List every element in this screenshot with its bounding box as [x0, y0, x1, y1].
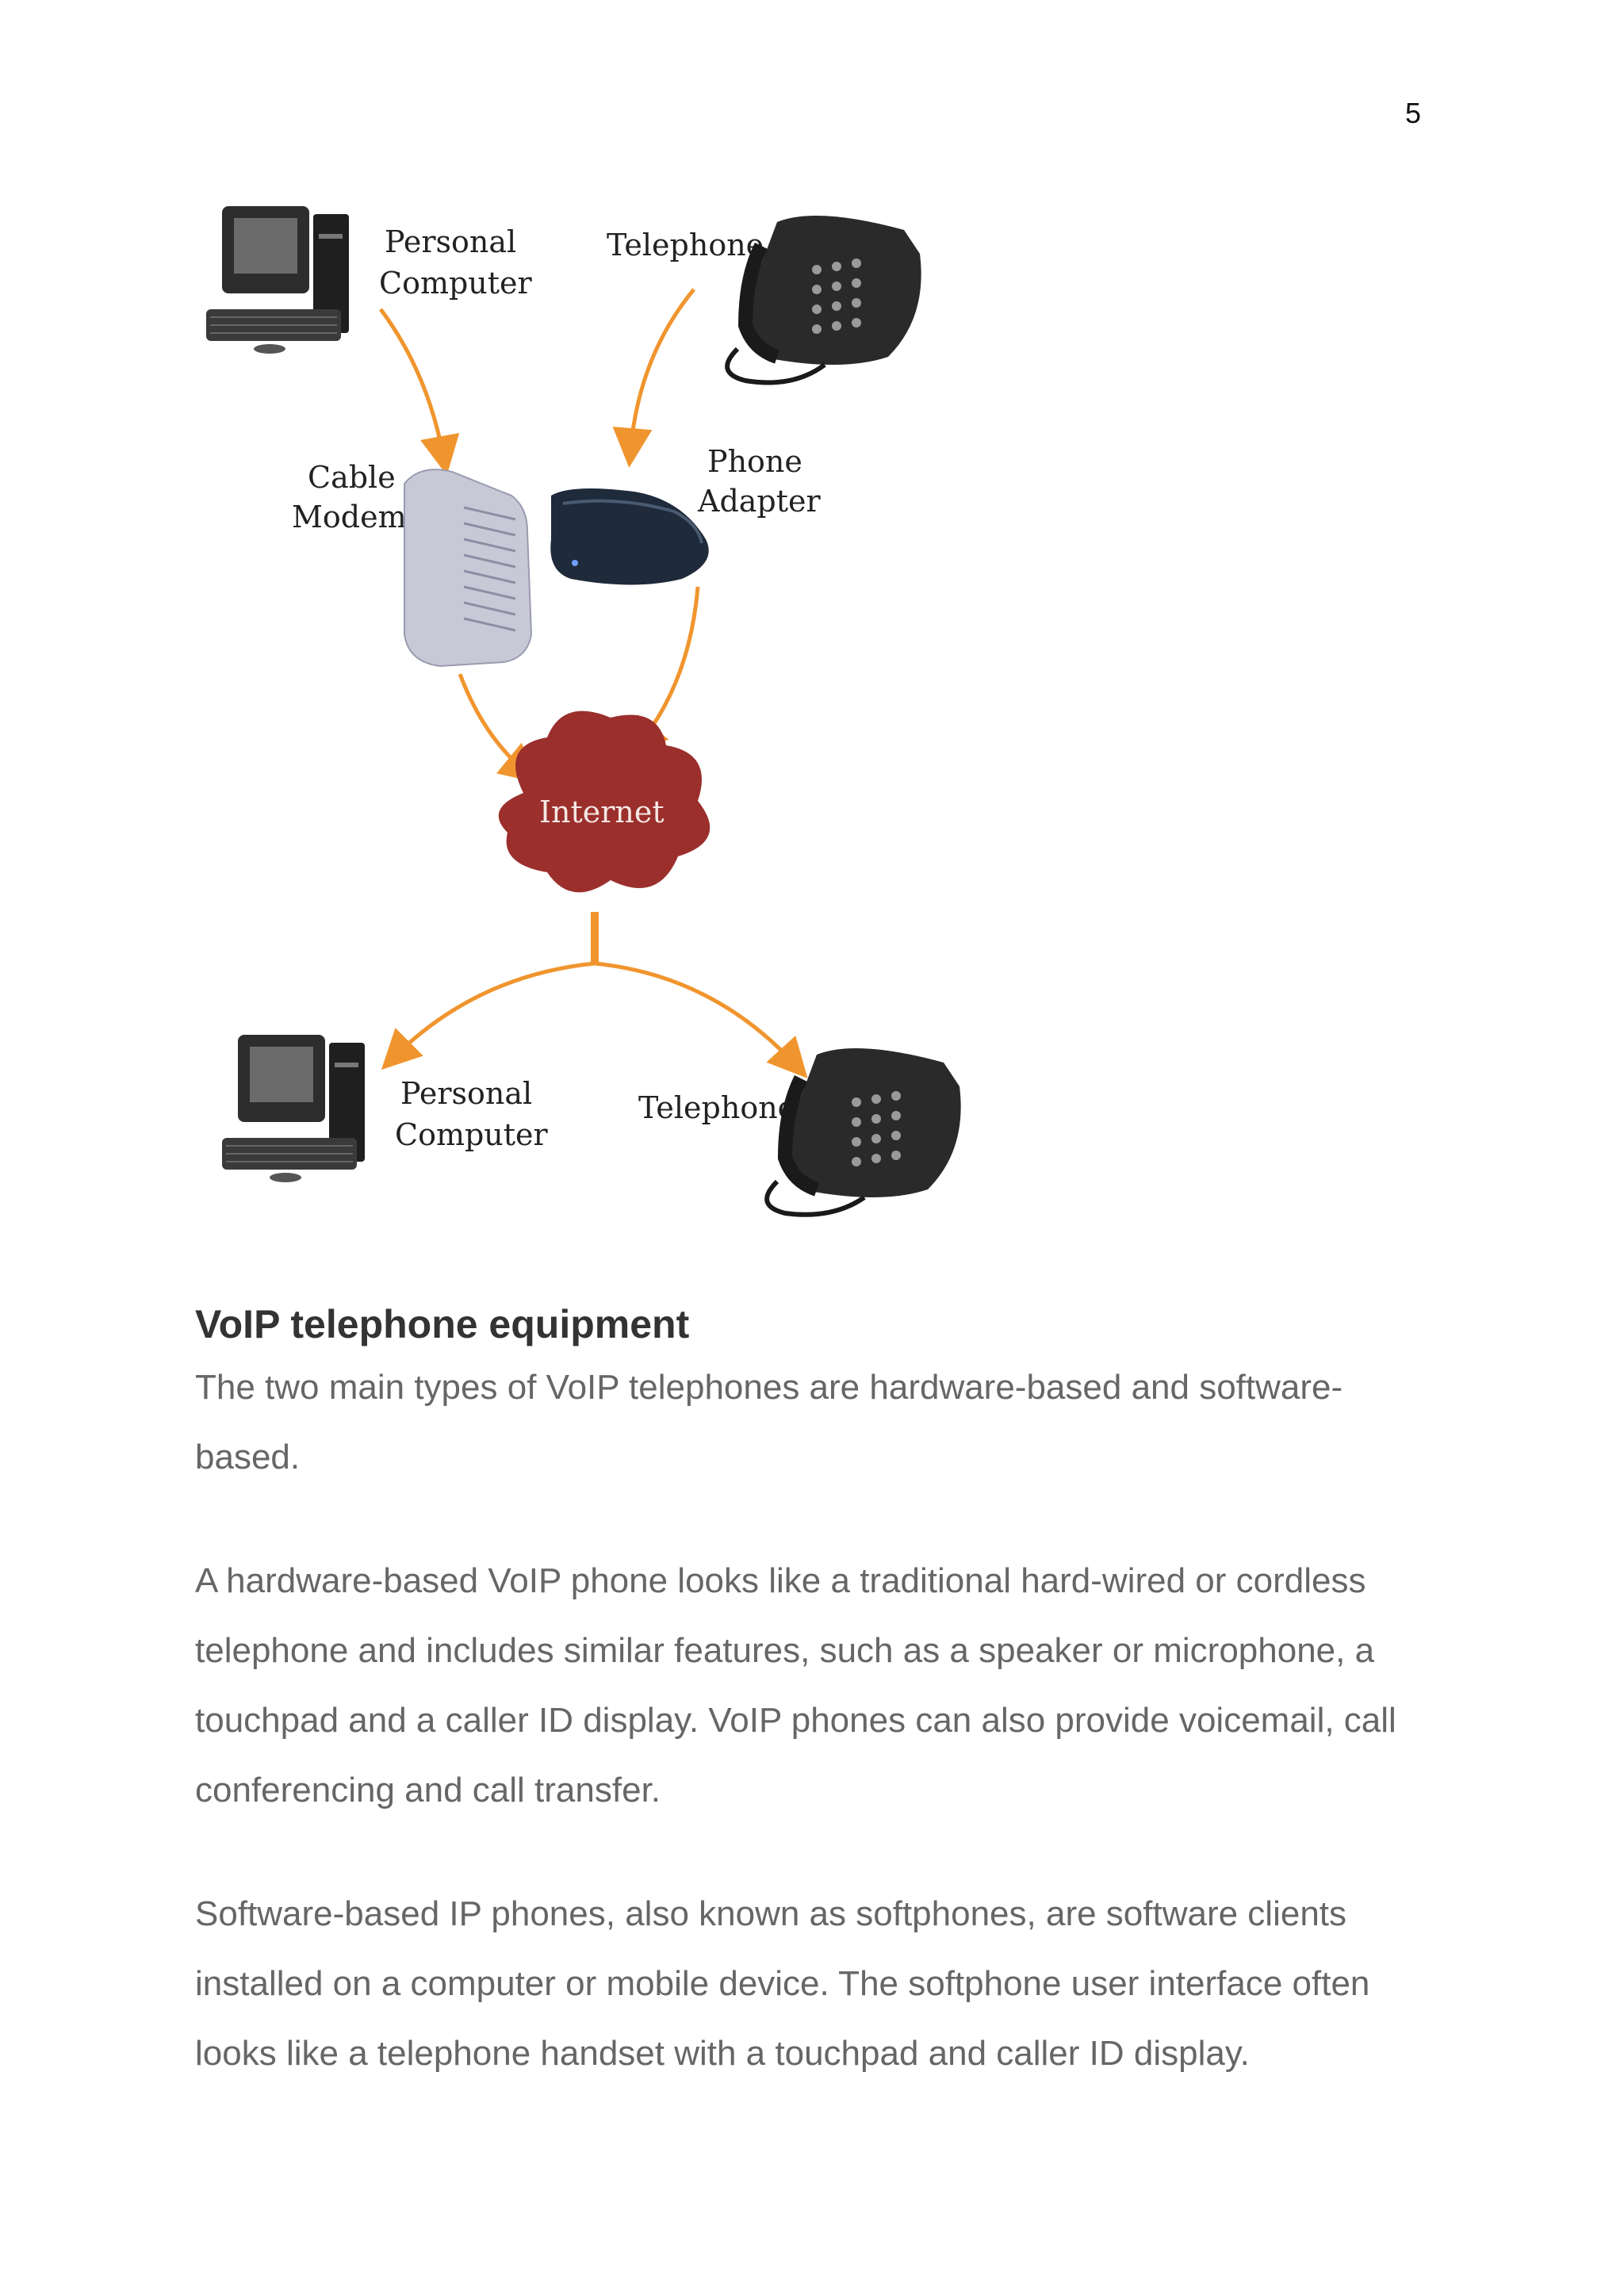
bottom-pc-label-line2: Computer — [395, 1117, 549, 1152]
bottom-telephone-icon — [764, 1048, 961, 1217]
internet-label: Internet — [539, 795, 665, 829]
section-heading: VoIP telephone equipment — [195, 1302, 690, 1346]
bottom-computer-icon — [222, 1035, 365, 1182]
cable-modem-label-line2: Modem — [292, 500, 407, 534]
bottom-pc-label-line1: Personal — [400, 1076, 532, 1111]
cable-modem-label-line1: Cable — [308, 460, 396, 495]
top-computer-icon — [206, 206, 349, 354]
internet-to-phone-arrow — [594, 961, 808, 1078]
top-pc-label-line2: Computer — [379, 266, 533, 301]
paragraph-2: A hardware-based VoIP phone looks like a… — [195, 1561, 1396, 1810]
pc-to-modem-arrow — [378, 308, 460, 476]
top-phone-label: Telephone — [607, 228, 764, 262]
paragraph-1: The two main types of VoIP telephones ar… — [195, 1368, 1343, 1476]
cable-modem-icon — [404, 469, 533, 668]
bottom-phone-label: Telephone — [638, 1090, 795, 1125]
internet-to-pc-arrow — [381, 961, 596, 1070]
page-number: 5 — [1404, 97, 1421, 129]
internet-cloud-icon — [498, 710, 710, 893]
top-telephone-icon — [725, 216, 921, 385]
voip-diagram: Personal Computer Telephone Cable Modem — [190, 190, 975, 1221]
phone-adapter-label-line1: Phone — [707, 444, 802, 479]
phone-adapter-label-line2: Adapter — [697, 484, 822, 519]
phone-to-adapter-arrow — [612, 288, 695, 468]
paragraph-3: Software-based IP phones, also known as … — [195, 1894, 1370, 2073]
article: VoIP telephone equipment The two main ty… — [195, 1300, 1432, 2143]
phone-adapter-icon — [550, 488, 709, 585]
top-pc-label-line1: Personal — [385, 224, 516, 259]
